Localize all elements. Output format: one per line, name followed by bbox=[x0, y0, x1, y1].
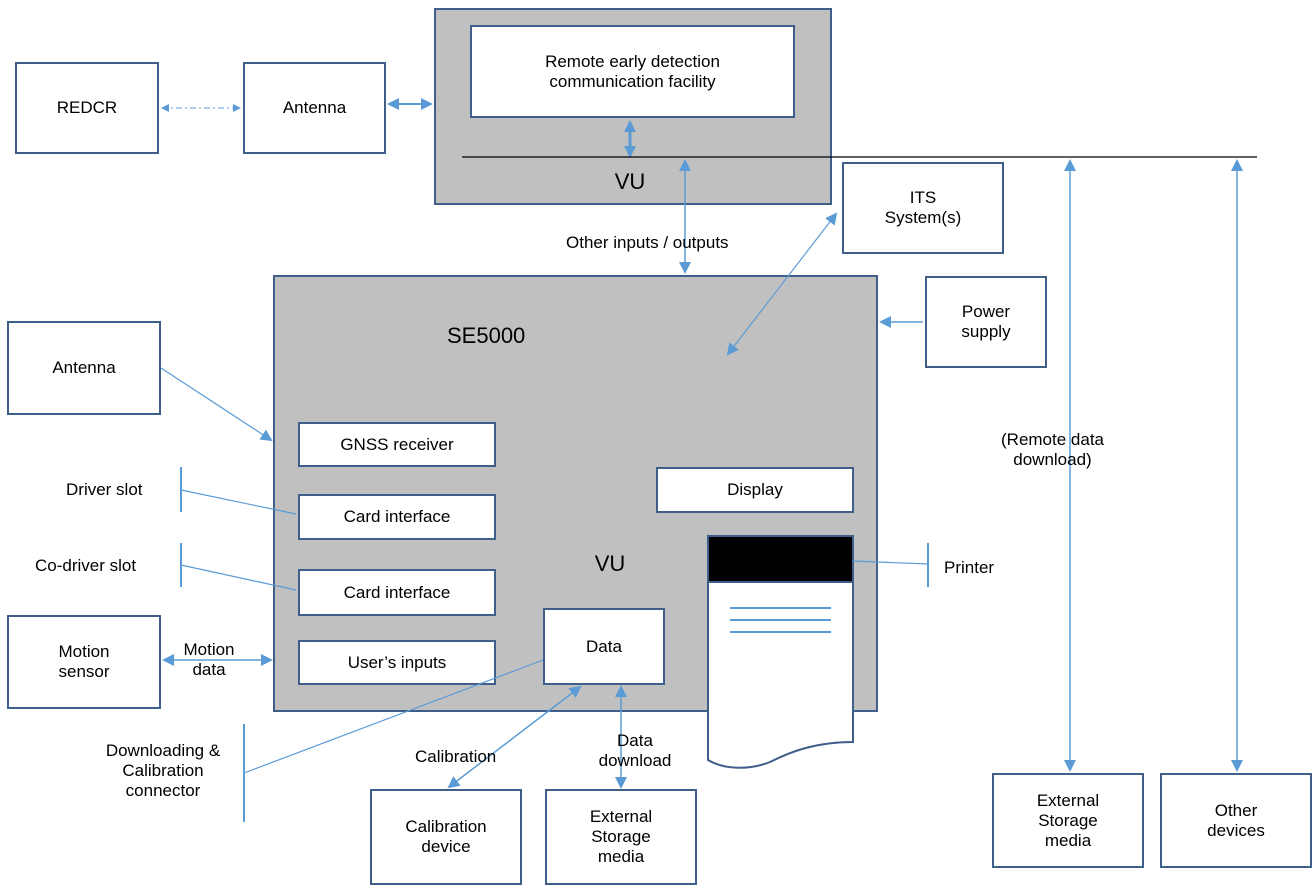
data-calibration-link bbox=[447, 685, 582, 789]
display-label: Display bbox=[727, 480, 783, 499]
remote-data-download-label: (Remote data download) bbox=[1001, 430, 1104, 469]
driver-slot-link bbox=[180, 489, 297, 515]
data-label: Data bbox=[586, 636, 622, 656]
motion-data-label: Motion data bbox=[183, 640, 235, 679]
card-interface-2-label: Card interface bbox=[343, 582, 451, 602]
co-driver-slot-link bbox=[180, 564, 297, 591]
downloading-connector-label: Downloading & Calibration connector bbox=[105, 741, 221, 800]
ext-storage-right-box: External Storage media bbox=[992, 773, 1144, 868]
gnss-receiver-box: GNSS receiver bbox=[298, 422, 496, 467]
other-devices-label: Other devices bbox=[1207, 800, 1265, 840]
its-system-label: ITS System(s) bbox=[884, 188, 962, 227]
antenna-top-box: Antenna bbox=[243, 62, 386, 154]
motion-sensor-label: Motion sensor bbox=[58, 642, 110, 681]
co-driver-slot-label: Co-driver slot bbox=[35, 556, 137, 575]
power-supply-box: Power supply bbox=[925, 276, 1047, 368]
other-devices-box: Other devices bbox=[1160, 773, 1312, 868]
calibration-label: Calibration bbox=[415, 747, 497, 766]
display-box: Display bbox=[656, 467, 854, 513]
data-download-label: Data download bbox=[598, 731, 672, 770]
card-interface-1-box: Card interface bbox=[298, 494, 496, 540]
gnss-receiver-label: GNSS receiver bbox=[340, 434, 454, 454]
ext-storage-right-label: External Storage media bbox=[1036, 790, 1100, 850]
antenna-top-label: Antenna bbox=[282, 98, 347, 117]
antenna-left-box: Antenna bbox=[7, 321, 161, 415]
its-system-box: ITS System(s) bbox=[842, 162, 1004, 254]
calibration-device-label: Calibration device bbox=[405, 817, 487, 856]
ext-storage-bottom-box: External Storage media bbox=[545, 789, 697, 885]
motion-sensor-box: Motion sensor bbox=[7, 615, 161, 709]
ext-storage-bottom-label: External Storage media bbox=[589, 807, 653, 866]
card-interface-1-label: Card interface bbox=[343, 507, 451, 526]
antenna-left-label: Antenna bbox=[52, 358, 116, 377]
driver-slot-label: Driver slot bbox=[66, 480, 143, 499]
download-connector-link bbox=[243, 659, 544, 774]
calibration-device-box: Calibration device bbox=[370, 789, 522, 885]
redcr-box: REDCR bbox=[15, 62, 159, 154]
remote-facility-box: Remote early detection communication fac… bbox=[470, 25, 795, 118]
antenna-gnss-link bbox=[160, 367, 273, 442]
card-interface-2-box: Card interface bbox=[298, 569, 496, 616]
power-supply-label: Power supply bbox=[961, 302, 1011, 341]
se5000-label: SE5000 bbox=[447, 323, 526, 348]
its-se5000-link bbox=[726, 212, 838, 356]
other-io-label: Other inputs / outputs bbox=[566, 233, 729, 252]
printer-link bbox=[852, 560, 929, 565]
vu-top-label: VU bbox=[614, 169, 646, 194]
users-inputs-box: User’s inputs bbox=[298, 640, 496, 685]
data-box: Data bbox=[543, 608, 665, 685]
users-inputs-label: User’s inputs bbox=[347, 652, 447, 672]
redcr-label: REDCR bbox=[56, 98, 118, 117]
vu-main-label: VU bbox=[594, 551, 626, 576]
remote-facility-label: Remote early detection communication fac… bbox=[545, 51, 720, 91]
printer-label: Printer bbox=[944, 558, 995, 577]
